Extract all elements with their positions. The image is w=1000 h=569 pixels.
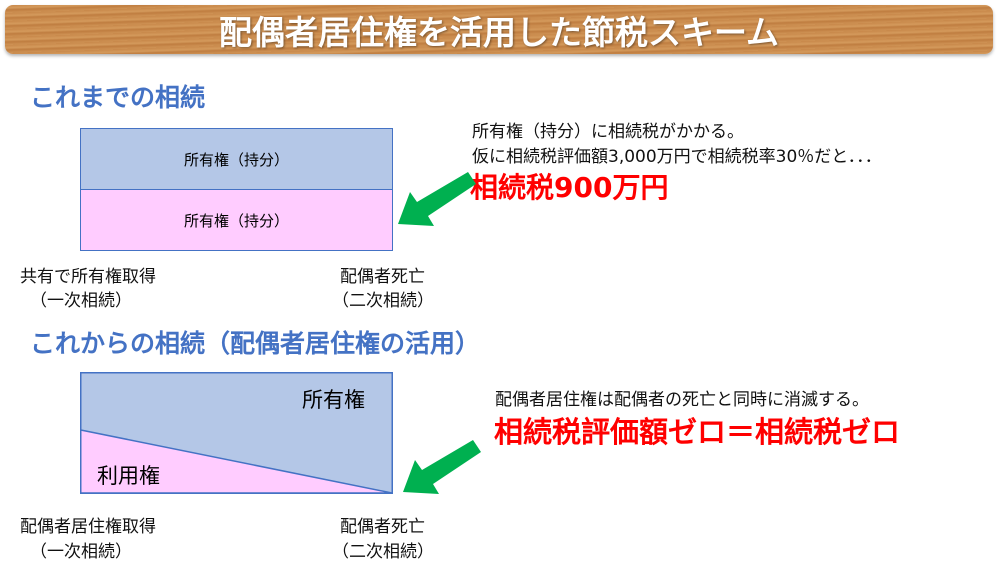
caption-second-inheritance: 配偶者死亡: [340, 267, 425, 287]
caption-second-inheritance-sub: （二次相続）: [332, 291, 434, 311]
box-label: 所有権（持分）: [183, 150, 289, 169]
note-line-2: 仮に相続税評価額3,000万円で相続税率30％だと．．．: [472, 147, 882, 167]
ownership-split-diagram: [80, 372, 393, 494]
green-arrow-icon: [403, 440, 481, 494]
ownership-label: 所有権: [302, 388, 365, 412]
caption-first-inheritance-sub: （一次相続）: [30, 291, 132, 311]
caption-second-inheritance: 配偶者死亡: [340, 517, 425, 537]
caption-first-inheritance: 配偶者居住権取得: [20, 517, 156, 537]
usage-right-label: 利用権: [97, 464, 160, 488]
box-label: 所有権（持分）: [183, 211, 289, 230]
ownership-share-bottom: 所有権（持分）: [80, 189, 393, 251]
caption-second-inheritance-sub: （二次相続）: [332, 542, 434, 562]
title-banner: 配偶者居住権を活用した節税スキーム: [5, 5, 993, 54]
section-heading-after: これからの相続（配偶者居住権の活用）: [30, 329, 481, 358]
ownership-share-top: 所有権（持分）: [80, 128, 393, 190]
slide-title: 配偶者居住権を活用した節税スキーム: [218, 12, 779, 52]
caption-first-inheritance-sub: （一次相続）: [30, 542, 132, 562]
caption-first-inheritance: 共有で所有権取得: [20, 267, 156, 287]
note-line: 配偶者居住権は配偶者の死亡と同時に消滅する。: [495, 390, 869, 410]
note-line-1: 所有権（持分）に相続税がかかる。: [472, 122, 744, 142]
green-arrow-icon: [398, 172, 476, 226]
tax-result-before: 相続税900万円: [470, 171, 669, 204]
tax-result-after: 相続税評価額ゼロ＝相続税ゼロ: [494, 415, 901, 449]
section-heading-before: これまでの相続: [30, 83, 206, 112]
